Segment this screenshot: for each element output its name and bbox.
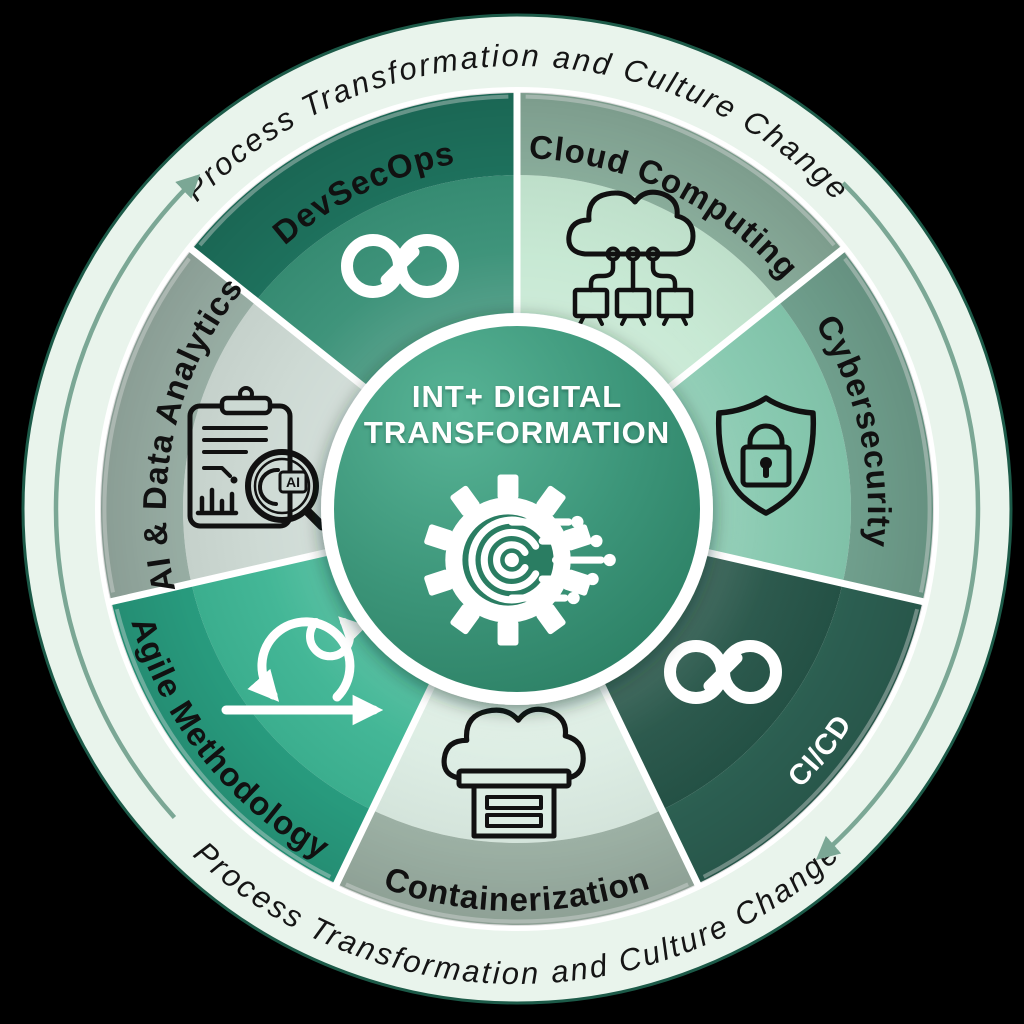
infinity-loop-icon <box>664 640 782 704</box>
infinity-loop-icon <box>341 234 459 298</box>
hub-title-line2: TRANSFORMATION <box>364 415 670 450</box>
hub: INT+ DIGITAL TRANSFORMATION <box>321 313 713 705</box>
ai-badge: AI <box>286 474 300 490</box>
agile-sprint-icon <box>221 616 384 726</box>
segment-gaps <box>107 90 927 889</box>
segment-icons: AI <box>187 189 817 839</box>
cloud-container-icon <box>441 706 586 839</box>
hub-title-line1: INT+ DIGITAL <box>412 379 622 414</box>
shield-lock-icon <box>715 395 817 516</box>
cloud-network-icon <box>566 189 696 326</box>
clipboard-ai-icon: AI <box>187 386 327 531</box>
gear-circuit-icon <box>424 474 616 646</box>
